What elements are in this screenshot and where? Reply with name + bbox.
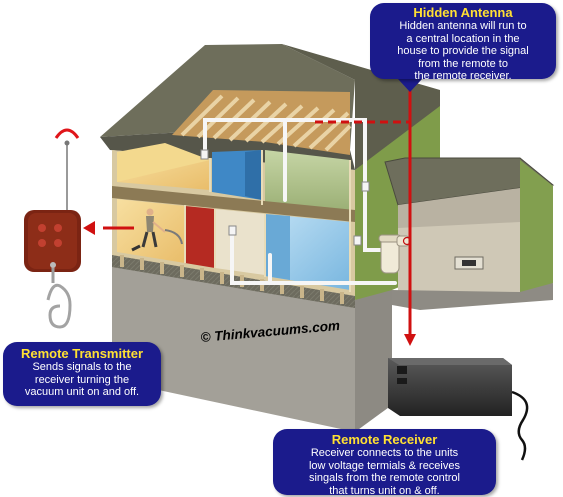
hidden-antenna-callout: Hidden Antenna Hidden antenna will run t…	[370, 3, 556, 82]
antenna-callout-pointer	[398, 79, 422, 92]
room-upper-left-back	[117, 143, 210, 182]
garage-vent-slot	[462, 260, 476, 266]
callout-line: house to provide the signal	[397, 45, 529, 57]
transmitter-button	[54, 239, 62, 247]
house	[100, 44, 555, 432]
callout-title: Hidden Antenna	[413, 5, 513, 20]
floor-slab	[112, 186, 355, 222]
foundation-side	[355, 282, 392, 432]
callout-line: from the remote to	[418, 57, 508, 70]
wall-studs	[184, 150, 351, 292]
callout-line: the remote receiver.	[414, 70, 512, 82]
garage-gable	[520, 160, 553, 300]
callout-line: a central location in the	[406, 32, 520, 45]
callout-line: that turns unit on & off.	[329, 484, 440, 497]
callout-line: singals from the remote control	[308, 472, 460, 484]
callout-title: Remote Receiver	[331, 432, 438, 447]
room-lower-mid	[215, 209, 265, 275]
room-lower-red	[185, 206, 215, 268]
transmitter-button	[54, 224, 62, 232]
keyring-icon	[46, 283, 72, 329]
remote-receiver-callout: Remote Receiver Receiver connects to the…	[273, 429, 496, 497]
callout-line: receiver turning the	[34, 373, 130, 386]
wall-inlets	[200, 149, 370, 246]
vacuum-piping	[203, 118, 397, 285]
antenna-wire	[315, 78, 412, 335]
callout-line: Sends signals to the	[32, 361, 132, 373]
remote-transmitter	[24, 128, 81, 329]
foundation	[112, 258, 355, 432]
callout-title: Remote Transmitter	[20, 346, 144, 361]
roof-right	[282, 44, 440, 170]
remote-transmitter-callout: Remote Transmitter Sends signals to the …	[3, 342, 161, 406]
callout-line: Hidden antenna will run to	[399, 20, 527, 32]
power-unit	[378, 234, 412, 274]
receiver-cable	[511, 390, 529, 461]
callout-line: low voltage termials & receives	[308, 459, 460, 472]
attic	[172, 90, 350, 155]
transmitter-button	[38, 239, 46, 247]
transmitter-button	[38, 224, 46, 232]
remote-receiver-box	[388, 358, 529, 461]
callout-line: Receiver connects to the units	[310, 447, 459, 459]
callout-line: vacuum unit on and off.	[24, 386, 140, 398]
receiver-arrow-head	[404, 334, 416, 346]
signal-wave-icon	[54, 128, 80, 139]
person-vacuuming	[131, 208, 183, 252]
transmitter-arrow	[83, 221, 134, 235]
ground-slab	[392, 283, 553, 310]
room-upper-mid-side	[245, 150, 262, 200]
